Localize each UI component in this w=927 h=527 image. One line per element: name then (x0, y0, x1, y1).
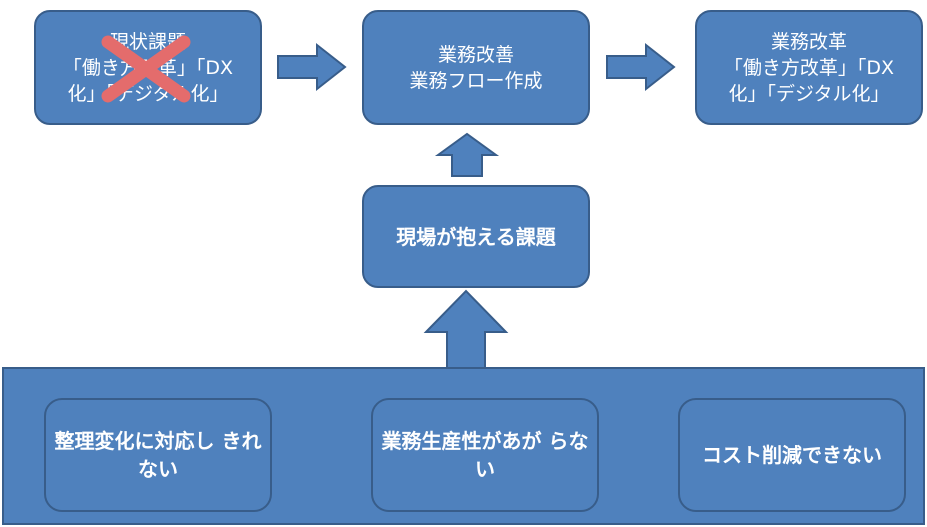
field-issues-box: 現場が抱える課題 (362, 185, 590, 288)
issue-item-change-line2: きれない (138, 429, 262, 481)
up-arrow-icon (434, 132, 500, 177)
field-issues-label: 現場が抱える課題 (396, 224, 556, 249)
issue-item-cost-line1: コスト削減できない (702, 443, 882, 467)
issue-item-change-text: 整理変化に対応し きれない (46, 427, 270, 483)
issue-item-productivity: 業務生産性があが らない (371, 398, 599, 512)
reform-text: 業務改革 「働き方改革」「DX 化」「デジタル化」 (724, 29, 894, 107)
right-arrow-icon (277, 42, 347, 92)
reform-line3: 化」「デジタル化」 (728, 82, 890, 105)
reform-line2: 「働き方改革」「DX (723, 56, 895, 79)
improvement-line2: 業務フロー作成 (409, 69, 543, 92)
cross-out-icon (101, 35, 191, 103)
issue-item-change-line1: 整理変化に対応し (54, 429, 215, 453)
issue-item-productivity-line1: 業務生産性があが (381, 429, 542, 453)
reform-box: 業務改革 「働き方改革」「DX 化」「デジタル化」 (695, 10, 923, 125)
improvement-line1: 業務改善 (437, 43, 514, 66)
issue-item-productivity-line2: らない (475, 429, 589, 481)
improvement-text: 業務改善 業務フロー作成 (409, 42, 542, 94)
issue-item-productivity-text: 業務生産性があが らない (373, 427, 597, 483)
issue-item-change: 整理変化に対応し きれない (44, 398, 272, 512)
reform-line1: 業務改革 (770, 30, 847, 53)
right-arrow-icon (606, 42, 676, 92)
issue-item-cost: コスト削減できない (678, 398, 906, 512)
up-arrow-icon (423, 289, 509, 370)
current-issue-box: 現状課題 「働き方改革」「DX 化」「デジタル化」 (34, 10, 262, 125)
improvement-box: 業務改善 業務フロー作成 (362, 10, 590, 125)
